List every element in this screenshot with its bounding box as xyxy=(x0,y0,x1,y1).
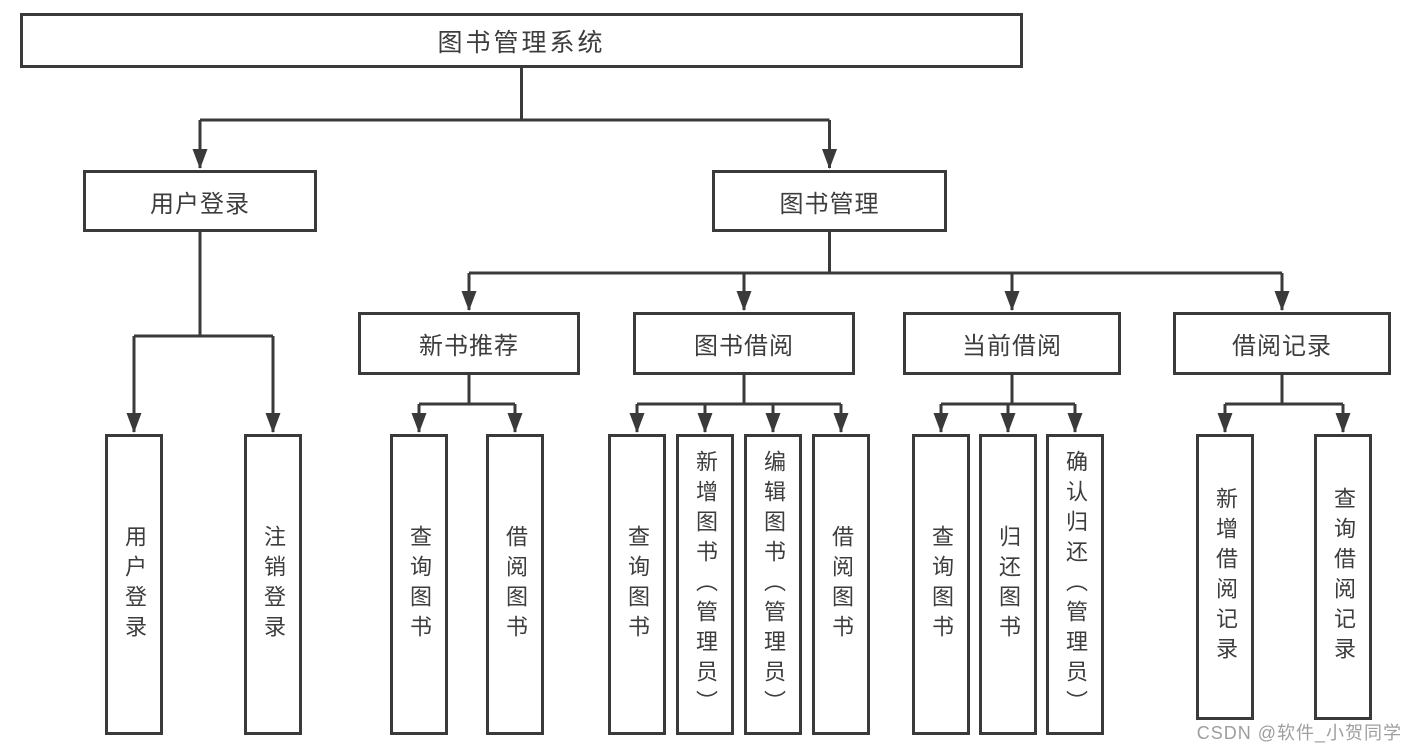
node-label: 用户登录 xyxy=(150,190,250,218)
node-label: 图书管理 xyxy=(779,190,880,218)
leaf-confirm-return-admin: 确认归还（管理员） xyxy=(1046,434,1104,735)
leaf-query-books-borrowing: 查询图书 xyxy=(608,434,666,735)
leaf-label: 用户登录 xyxy=(122,524,147,645)
leaf-label: 查询图书 xyxy=(929,524,954,645)
leaf-label: 查询图书 xyxy=(407,524,432,645)
node-new-book-recommendation: 新书推荐 xyxy=(358,312,580,375)
tree-branch-lines xyxy=(134,68,1343,406)
leaf-add-books-admin: 新增图书（管理员） xyxy=(676,434,734,735)
node-library-management-system: 图书管理系统 xyxy=(20,13,1023,68)
node-book-management: 图书管理 xyxy=(712,170,947,232)
node-book-borrowing: 图书借阅 xyxy=(633,312,855,375)
node-current-borrowing: 当前借阅 xyxy=(903,312,1121,375)
leaf-label: 新增图书（管理员） xyxy=(693,449,718,720)
node-label: 图书管理系统 xyxy=(437,28,606,57)
leaf-query-books-current: 查询图书 xyxy=(912,434,970,735)
leaf-borrow-books-borrowing: 借阅图书 xyxy=(812,434,870,735)
leaf-borrow-books-recommend: 借阅图书 xyxy=(486,434,544,735)
leaf-query-books-recommend: 查询图书 xyxy=(390,434,448,735)
leaf-edit-books-admin: 编辑图书（管理员） xyxy=(744,434,802,735)
node-label: 当前借阅 xyxy=(962,333,1062,360)
node-label: 借阅记录 xyxy=(1232,333,1332,360)
leaf-logout-login: 注销登录 xyxy=(244,434,302,735)
leaf-label: 查询图书 xyxy=(625,524,650,645)
leaf-label: 查询借阅记录 xyxy=(1331,487,1356,667)
leaf-label: 注销登录 xyxy=(261,524,286,645)
node-borrowing-records: 借阅记录 xyxy=(1173,312,1391,375)
leaf-label: 借阅图书 xyxy=(503,524,528,645)
leaf-label: 归还图书 xyxy=(996,524,1021,645)
leaf-label: 编辑图书（管理员） xyxy=(761,449,786,720)
leaf-query-borrow-record: 查询借阅记录 xyxy=(1314,434,1372,720)
leaf-label: 借阅图书 xyxy=(829,524,854,645)
node-label: 图书借阅 xyxy=(694,333,794,360)
node-user-login: 用户登录 xyxy=(83,170,317,232)
csdn-watermark: CSDN @软件_小贺同学 xyxy=(1196,723,1402,743)
node-label: 新书推荐 xyxy=(419,333,519,360)
leaf-return-books: 归还图书 xyxy=(979,434,1037,735)
leaf-label: 确认归还（管理员） xyxy=(1063,449,1088,720)
leaf-user-login: 用户登录 xyxy=(105,434,163,735)
leaf-add-borrow-record: 新增借阅记录 xyxy=(1196,434,1254,720)
leaf-label: 新增借阅记录 xyxy=(1213,487,1238,667)
